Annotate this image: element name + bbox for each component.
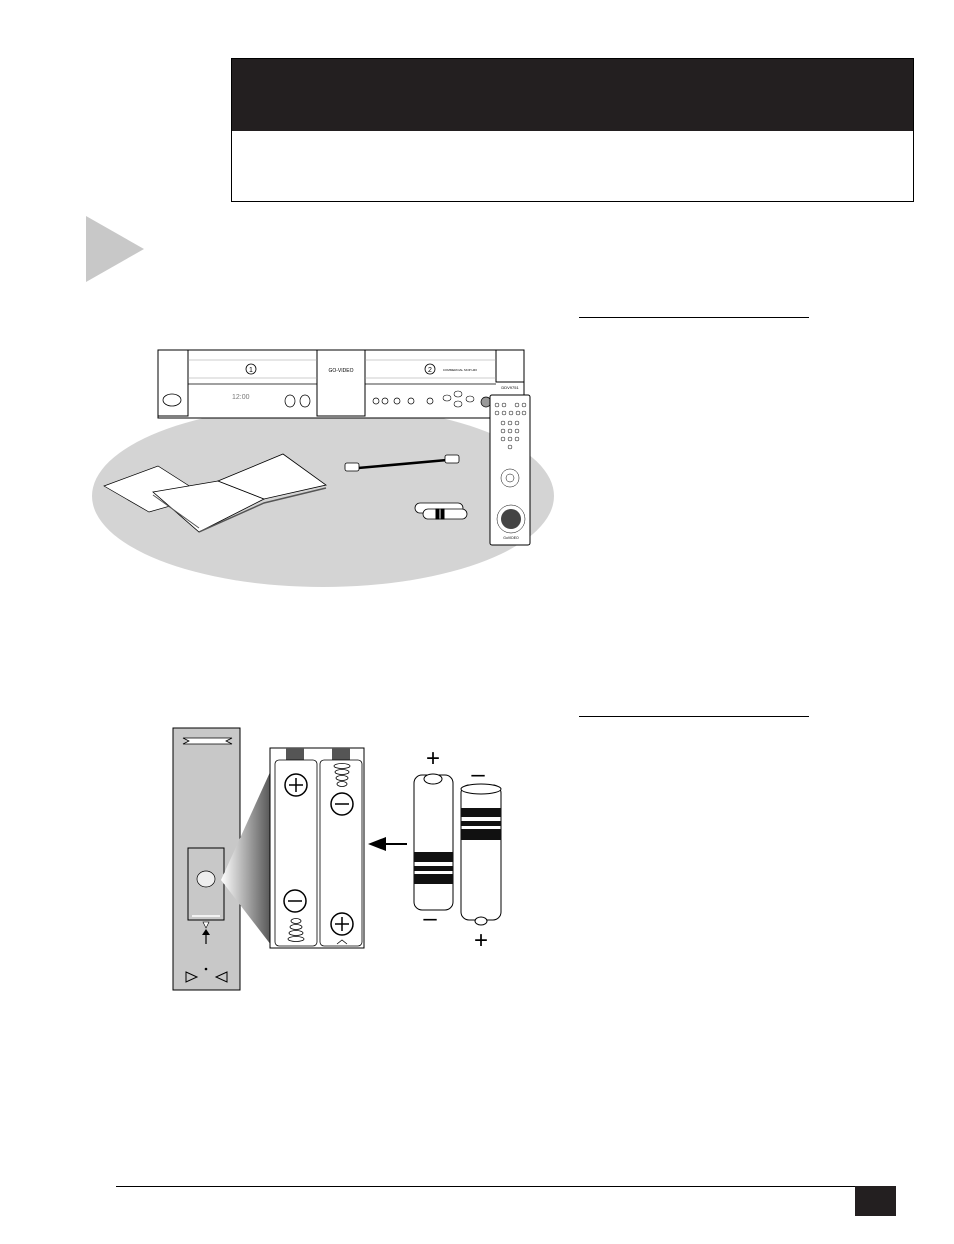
remote-brand: GoVIDEO xyxy=(503,536,519,540)
owners-manual-illustration xyxy=(103,453,327,533)
up-arrow-icon xyxy=(202,929,210,944)
page-number-tab xyxy=(855,1186,896,1216)
subsection-rule-2 xyxy=(579,716,809,717)
accessories-illustration: 1 2 GO-VIDEO 12:00 DDV9751 COMMERCIAL SK… xyxy=(92,349,554,587)
rf-cable-illustration xyxy=(344,454,460,472)
title-band xyxy=(232,59,913,131)
minus-icon xyxy=(330,792,354,816)
deck2-number: 2 xyxy=(428,367,432,374)
vcr-skip-label: COMMERCIAL SKIP HIFI xyxy=(443,368,478,372)
battery2-minus: – xyxy=(471,761,485,788)
section-arrow-icon xyxy=(86,216,144,282)
battery1-plus: + xyxy=(426,745,440,772)
accessories-background-ellipse xyxy=(92,405,554,587)
vcr-illustration: 1 2 GO-VIDEO 12:00 DDV9751 COMMERCIAL SK… xyxy=(157,349,525,419)
left-arrow-icon xyxy=(368,837,407,851)
vcr-brand: GO-VIDEO xyxy=(328,368,353,374)
minus-icon xyxy=(283,889,307,913)
deck1-number: 1 xyxy=(249,367,253,374)
battery1-minus: – xyxy=(423,905,437,932)
plus-icon xyxy=(330,912,354,936)
battery-installation-illustration: + – – + xyxy=(172,727,502,991)
footer-rule xyxy=(116,1186,896,1187)
aa-batteries-illustration xyxy=(414,502,468,520)
subsection-rule-1 xyxy=(579,317,809,318)
aa-battery-2: – + xyxy=(460,761,502,954)
vcr-model: DDV9751 xyxy=(501,385,519,390)
remote-control-illustration: GoVIDEO xyxy=(489,394,531,546)
vcr-clock: 12:00 xyxy=(232,394,250,401)
title-box xyxy=(231,58,914,202)
aa-battery-1: + – xyxy=(413,745,454,932)
battery2-plus: + xyxy=(474,927,488,954)
plus-icon xyxy=(284,773,308,797)
